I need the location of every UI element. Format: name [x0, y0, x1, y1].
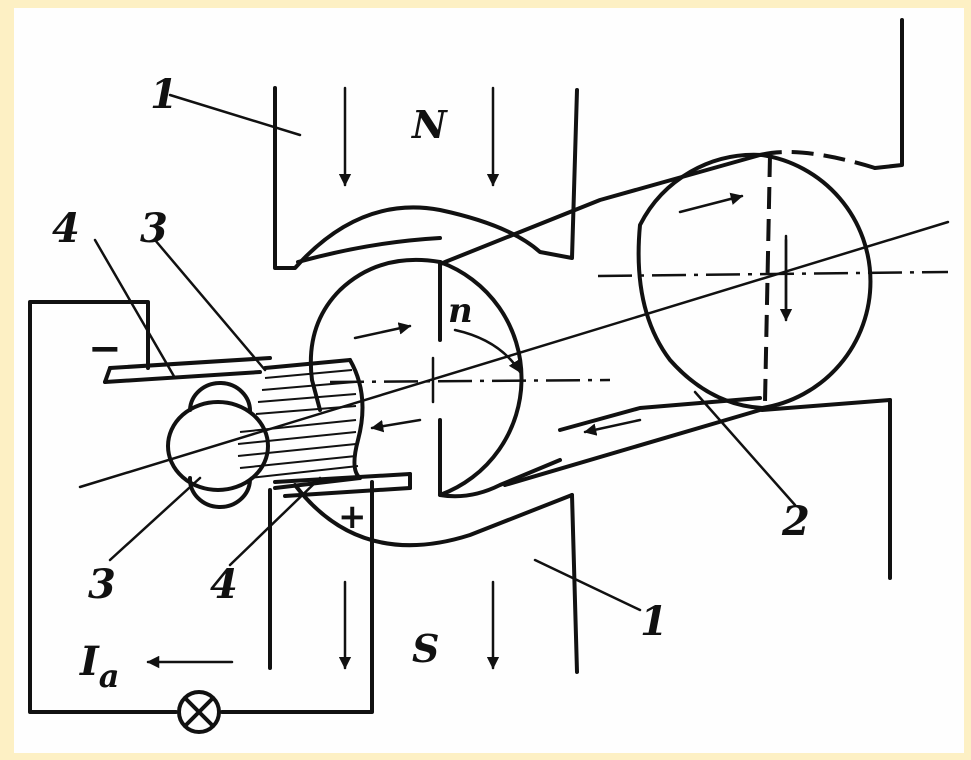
armature-front-end — [438, 260, 524, 497]
callout-1-bottom: 1 — [640, 598, 668, 645]
callout-2: 2 — [781, 498, 810, 545]
armature-loop — [438, 150, 876, 499]
armature-front-end-left — [308, 257, 442, 412]
north-pole-piece — [273, 86, 579, 270]
paper-background — [14, 8, 964, 753]
flux-arrows — [338, 86, 793, 670]
current-arrows — [146, 192, 744, 669]
yoke-frame — [760, 18, 904, 580]
callout-4-bottom: 4 — [210, 561, 238, 608]
callout-3-top: 3 — [140, 205, 168, 252]
callout-4-top: 4 — [52, 205, 80, 252]
rotation-arrow — [453, 328, 522, 374]
minus-sign: − — [88, 326, 122, 372]
lamp-icon — [177, 690, 221, 734]
axis-lines — [78, 220, 950, 489]
rotation-label: n — [448, 291, 473, 331]
leader-lines — [93, 93, 797, 612]
current-label: Ia — [79, 638, 119, 695]
south-pole-piece — [268, 483, 579, 674]
plus-sign: + — [338, 497, 367, 537]
callout-3-bottom: 3 — [88, 561, 116, 608]
brushes — [103, 356, 412, 498]
armature-rear-end — [636, 152, 873, 410]
north-pole-label: N — [411, 102, 448, 147]
south-pole-label: S — [412, 626, 439, 671]
callout-1-top: 1 — [150, 71, 178, 118]
external-circuit — [28, 300, 374, 734]
